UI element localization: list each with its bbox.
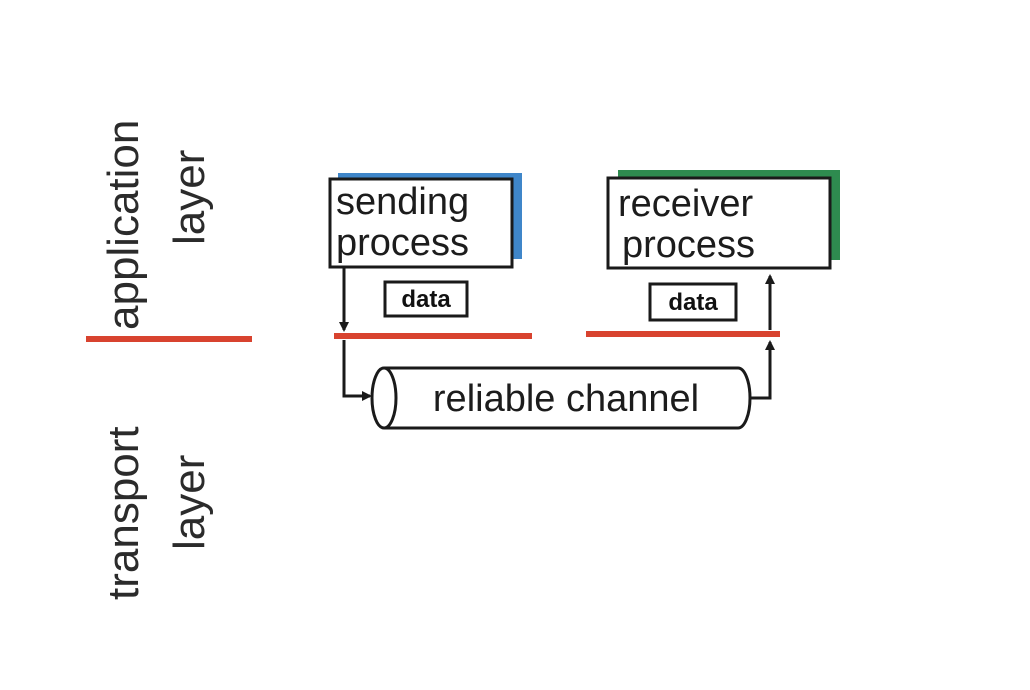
sending-process-frame: [328, 177, 514, 269]
application-layer-label-line2: layer: [165, 150, 214, 245]
receiver-process-label-line2: process: [622, 224, 755, 266]
receiver-data-label: data: [668, 289, 718, 316]
transport-layer-label-line2: layer: [165, 455, 214, 550]
reliable-channel-end: [383, 366, 398, 430]
receiver-process-box: receiver process: [606, 170, 840, 270]
sender-data-badge: data: [383, 280, 469, 318]
receiver-process-label-line1: receiver: [618, 183, 753, 225]
sending-process-box: sending process: [328, 173, 522, 269]
channel-to-receiver-arrow: [750, 340, 775, 400]
reliable-channel-body: [370, 366, 752, 430]
application-layer-label-line1: application: [99, 120, 148, 330]
sender-data-label: data: [401, 286, 451, 313]
transport-layer-label-line1: transport: [99, 426, 148, 600]
transport-layer-label: transport layer: [99, 426, 214, 600]
reliable-channel: reliable channel: [370, 366, 752, 430]
reliable-channel-label: reliable channel: [433, 378, 699, 420]
sending-process-label-line2: process: [336, 222, 469, 264]
application-layer-label: application layer: [99, 120, 214, 330]
sender-to-channel-arrow: [342, 340, 372, 401]
sending-process-label-line1: sending: [336, 181, 469, 223]
receiver-data-badge: data: [648, 282, 738, 322]
receiver-process-frame: [606, 176, 832, 270]
